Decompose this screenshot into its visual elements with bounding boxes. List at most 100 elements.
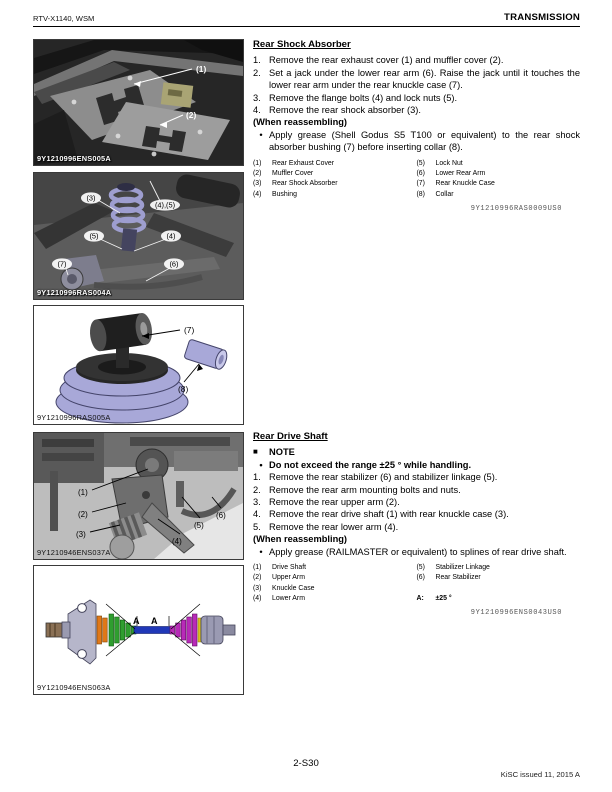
- part-number: (5): [416, 564, 425, 572]
- part-item: (2) Upper Arm: [253, 573, 417, 583]
- section-title: Rear Shock Absorber: [253, 39, 351, 50]
- step-number: 1.: [253, 472, 261, 483]
- callout-6: (6): [169, 260, 178, 269]
- step-4: 4. Remove the rear shock absorber (3).: [253, 104, 580, 116]
- callout-7: (7): [184, 325, 194, 335]
- part-label: Rear Stabilizer: [435, 574, 481, 582]
- part-label: Rear Exhaust Cover: [272, 159, 335, 167]
- note-heading: ■ NOTE: [253, 446, 580, 458]
- callout-4: (4): [172, 537, 182, 546]
- part-label: Drive Shaft: [272, 564, 307, 572]
- part-number: (2): [253, 574, 262, 582]
- section-rear-shock-absorber: Rear Shock Absorber 1. Remove the rear e…: [253, 39, 580, 215]
- note-square-icon: ■: [253, 447, 258, 457]
- drive-shaft-photo-illustration: (1) (2) (3) (4) (5) (6): [34, 433, 243, 559]
- part-item: (6)Lower Rear Arm: [417, 169, 581, 179]
- callout-4-5: (4),(5): [155, 201, 175, 210]
- part-item: (4)Bushing: [253, 190, 417, 200]
- angle-value: ±25 °: [435, 594, 452, 602]
- step-3: 3. Remove the rear upper arm (2).: [253, 496, 580, 508]
- step-number: 1.: [253, 55, 261, 66]
- figure-caption: 9Y1210996RAS004A: [37, 288, 112, 297]
- part-number: (3): [253, 584, 262, 592]
- callout-5: (5): [89, 232, 98, 241]
- step-number: 3.: [253, 497, 261, 508]
- callout-2: (2): [186, 110, 196, 120]
- part-number: (1): [253, 564, 262, 572]
- drive-shaft-angle-illustration: A A: [34, 566, 243, 694]
- callout-7: (7): [57, 260, 66, 269]
- parts-legend: (1) Drive Shaft (2) Upper Arm (3) Knuckle C…: [253, 563, 580, 604]
- callout-3: (3): [86, 194, 95, 203]
- step-number: 2.: [253, 67, 261, 78]
- callout-6: (6): [216, 511, 226, 520]
- step-3: 3. Remove the flange bolts (4) and lock …: [253, 92, 580, 104]
- part-number: (3): [253, 180, 262, 188]
- callout-8: (8): [178, 384, 188, 394]
- issued-note: KiSC issued 11, 2015 A: [500, 770, 580, 779]
- bushing-collar-illustration: (7) (8): [34, 306, 243, 424]
- callout-3: (3): [76, 530, 86, 539]
- figure-drive-shaft-photo: (1) (2) (3) (4) (5) (6) 9Y1210946ENS037A: [33, 432, 244, 560]
- step-5: 5. Remove the rear lower arm (4).: [253, 521, 580, 533]
- step-text: Remove the rear exhaust cover (1) and mu…: [269, 55, 504, 66]
- step-text: Remove the rear lower arm (4).: [269, 521, 399, 532]
- part-label: Rear Knuckle Case: [435, 180, 495, 188]
- part-label: Bushing: [272, 190, 297, 198]
- part-label: Upper Arm: [272, 574, 305, 582]
- callout-4: (4): [166, 232, 175, 241]
- parts-legend: (1)Rear Exhaust Cover (2) Muffler Cover (…: [253, 159, 580, 200]
- step-1: 1. Remove the rear exhaust cover (1) and…: [253, 54, 580, 66]
- parts-column-left: (1) Drive Shaft (2) Upper Arm (3) Knuckle C…: [253, 563, 417, 604]
- header-model: RTV-X1140, WSM: [33, 14, 95, 23]
- part-number: (4): [253, 594, 262, 602]
- part-item: (1)Rear Exhaust Cover: [253, 159, 417, 169]
- page-number: 2-S30: [293, 758, 319, 769]
- note-label: NOTE: [269, 447, 295, 458]
- reassembling-note: • Apply grease (RAILMASTER or equivalent…: [253, 546, 580, 558]
- figure-exhaust-muffler-cover-photo: (1) (2) 9Y1210996ENS005A: [33, 39, 244, 166]
- step-number: 3.: [253, 92, 261, 103]
- part-number: (7): [416, 180, 425, 188]
- angle-label-left: A: [133, 616, 140, 626]
- page-header: RTV-X1140, WSM TRANSMISSION: [33, 12, 580, 27]
- part-item: (5) Lock Nut: [417, 159, 581, 169]
- note-text: Do not exceed the range ±25 ° while hand…: [269, 459, 472, 470]
- angle-row: A: ±25 °: [417, 594, 581, 604]
- callout-1: (1): [78, 488, 88, 497]
- figure-drive-shaft-angle: A A 9Y1210946ENS063A: [33, 565, 244, 695]
- part-label: Lower Arm: [272, 594, 305, 602]
- part-item: (3) Knuckle Case: [253, 584, 417, 594]
- parts-spacer: [417, 584, 581, 594]
- part-label: Stabilizer Linkage: [435, 564, 490, 572]
- part-number: (8): [416, 190, 425, 198]
- step-2: 2. Set a jack under the lower rear arm (…: [253, 67, 580, 92]
- part-number: (5): [416, 159, 425, 167]
- step-text: Remove the rear drive shaft (1) with rea…: [269, 509, 509, 520]
- angle-key: A:: [416, 594, 424, 602]
- part-label: Knuckle Case: [272, 584, 315, 592]
- step-text: Remove the flange bolts (4) and lock nut…: [269, 92, 458, 103]
- part-number: (2): [253, 169, 262, 177]
- when-reassembling-label: (When reassembling): [253, 534, 348, 545]
- part-number: (6): [416, 169, 425, 177]
- part-label: Lock Nut: [435, 159, 463, 167]
- part-number: (6): [416, 574, 425, 582]
- section-rear-drive-shaft: Rear Drive Shaft ■ NOTE • Do not exceed …: [253, 431, 580, 620]
- step-text: Set a jack under the lower rear arm (6).…: [269, 67, 580, 91]
- figure-code: 9Y1210996ENS0043US0: [470, 609, 562, 618]
- step-text: Remove the rear stabilizer (6) and stabi…: [269, 472, 498, 483]
- part-item: (1) Drive Shaft: [253, 563, 417, 573]
- section-title: Rear Drive Shaft: [253, 431, 328, 442]
- part-item: (3)Rear Shock Absorber: [253, 179, 417, 189]
- figure-code: 9Y1210996RAS0009US0: [470, 204, 562, 213]
- step-2: 2. Remove the rear arm mounting bolts an…: [253, 484, 580, 496]
- step-number: 4.: [253, 105, 261, 116]
- step-4: 4. Remove the rear drive shaft (1) with …: [253, 508, 580, 520]
- callout-2: (2): [78, 510, 88, 519]
- part-label: Muffler Cover: [272, 169, 314, 177]
- bullet-marker: •: [259, 459, 263, 470]
- figure-bushing-collar: (7) (8) 9Y1210996RAS005A: [33, 305, 244, 425]
- parts-column-right: (5) Lock Nut (6)Lower Rear Arm (7) Rear Kn…: [417, 159, 581, 200]
